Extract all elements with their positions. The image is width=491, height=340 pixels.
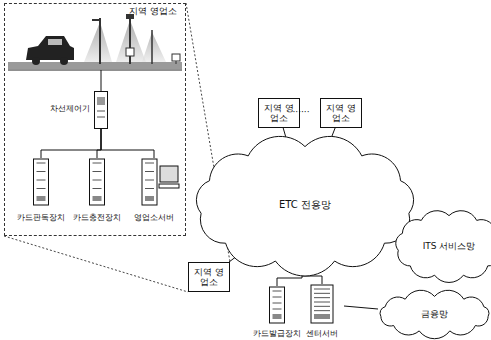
center-server: 센터서버 [300,284,344,338]
antenna-beam [142,32,166,62]
ctrl-label: 차선제어기 [50,104,90,113]
controller-panel [97,97,105,105]
drive-slot [273,291,282,292]
card-reader: 카드판독장치 [14,158,68,222]
controller-icon [94,91,108,129]
tower-case [90,159,105,205]
box-label: 지역 영업소 [321,103,361,124]
drive-slot [314,293,330,294]
drive-slot [145,180,154,181]
network-link [97,129,101,158]
card-issuer: 카드발급장치 [252,286,302,338]
gantry-arm [92,19,100,21]
controller-slot [97,111,105,112]
drive-slot [273,303,282,304]
car-wheel [60,57,68,65]
drive-slot [273,297,282,298]
unit-stand [176,61,177,64]
dev-label: 영업소서버 [134,213,174,222]
device-icon [126,158,182,206]
drive-slot [314,297,330,298]
device-icon [252,286,302,324]
drive-slot [314,310,330,311]
tower-case [311,285,333,323]
drive-slot [145,163,154,164]
cloud-label: 금융망 [370,309,491,319]
network-cloud: ETC 전용망 [180,132,430,278]
car [26,36,74,60]
dev-label: 카드충전장치 [73,213,121,222]
card-charger: 카드충전장치 [70,158,124,222]
keyboard [159,184,179,188]
car-window [48,39,62,45]
monitor-screen [160,166,178,182]
drive-slot [37,180,46,181]
device-icon [70,158,124,206]
road-edge [8,70,182,71]
box-label: 지역 영업소 [189,267,229,288]
drive-slot [37,163,46,164]
dev-label: 카드판독장치 [17,213,65,222]
dev-label: 카드발급장치 [253,329,301,338]
cloud-label: ITS 서비스망 [388,241,491,251]
controller-case [95,92,108,129]
drive-slot [93,163,102,164]
antenna-beam [84,22,112,62]
controller-slot [97,117,105,118]
tower-base [93,196,102,201]
drive-slot [314,289,330,290]
drive-slot [145,188,154,189]
office-box: 지역 영업소 [320,98,362,128]
drive-slot [37,171,46,172]
device-icon [300,284,344,324]
zoom-leader [4,236,188,292]
drive-slot [145,171,154,172]
gantry-pole [99,18,101,64]
office-server: 영업소서버 [126,158,182,222]
network-link [41,129,101,158]
tower-case [142,159,157,205]
network-link [344,306,378,309]
tower-base [37,196,46,201]
drive-slot [93,171,102,172]
controller-wire [101,70,102,91]
device-icon [14,158,68,206]
gantry-pole [129,16,131,64]
gantry-pole [151,30,153,64]
roadside-unit [126,48,134,56]
drive-slot [93,188,102,189]
office-box: 지역 영업소 [188,262,230,292]
drive-slot [37,188,46,189]
lane-controller: 차선제어기 [94,91,108,129]
cloud-label: ETC 전용망 [180,199,430,211]
dev-label: 센터서버 [306,329,338,338]
network-link [101,129,154,158]
tower-base [145,196,154,201]
car-wheel [32,57,40,65]
tower-case [34,159,49,205]
drive-slot [273,309,282,310]
ellipsis-label: ······ [280,107,322,117]
roadside-unit [172,54,180,61]
panel-heading: 지역 영업소 [129,6,177,16]
network-cloud: ITS 서비스망 [388,208,491,284]
drive-slot [93,180,102,181]
network-cloud: 금융망 [370,292,491,336]
zoom-panel: 지역 영업소차선제어기카드판독장치 카드충전장치 영업소서버 [4,3,186,236]
drive-slot [314,306,330,307]
tower-base [273,314,282,319]
tower-case [270,287,285,323]
tower-base [314,314,330,319]
drive-slot [314,302,330,303]
